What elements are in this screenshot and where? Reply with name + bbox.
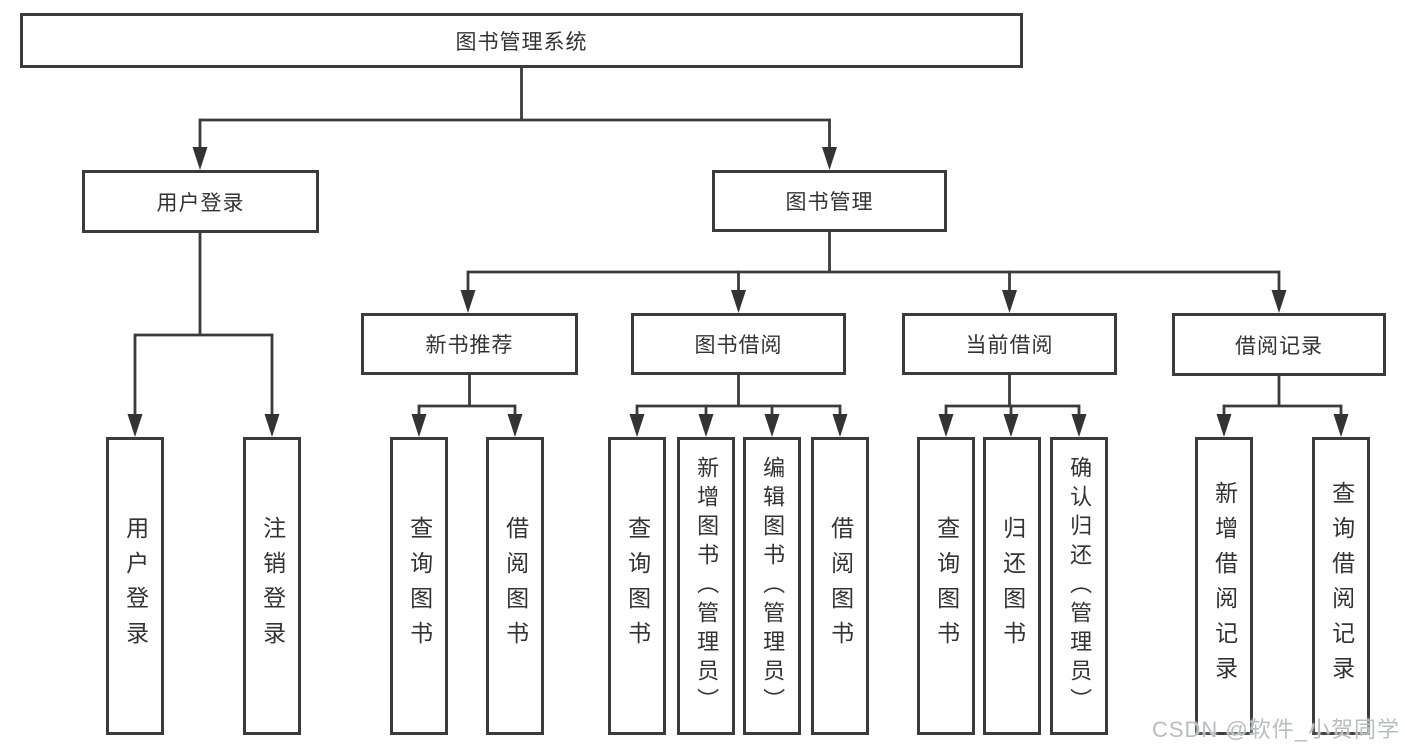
leaf-label: 查询图书 bbox=[624, 516, 651, 656]
leaf-label: 确认归还（管理员） bbox=[1067, 455, 1093, 717]
leaf-query-books-recommend: 查询图书 bbox=[390, 437, 448, 735]
leaf-query-borrow-record: 查询借阅记录 bbox=[1312, 437, 1370, 735]
node-user-login: 用户登录 bbox=[82, 170, 319, 233]
leaf-add-borrow-record: 新增借阅记录 bbox=[1195, 437, 1253, 735]
leaf-label: 用户登录 bbox=[122, 516, 149, 656]
leaf-borrow-books-recommend: 借阅图书 bbox=[486, 437, 544, 735]
leaf-edit-books-admin: 编辑图书（管理员） bbox=[743, 437, 801, 735]
node-label: 用户登录 bbox=[156, 191, 245, 215]
node-book-management: 图书管理 bbox=[712, 170, 947, 232]
leaf-confirm-return-admin: 确认归还（管理员） bbox=[1050, 437, 1108, 735]
leaf-label: 查询借阅记录 bbox=[1328, 481, 1355, 691]
leaf-user-login: 用户登录 bbox=[106, 437, 164, 735]
leaf-label: 借阅图书 bbox=[502, 516, 529, 656]
leaf-return-books: 归还图书 bbox=[983, 437, 1041, 735]
node-label: 新书推荐 bbox=[425, 334, 514, 357]
node-label: 借阅记录 bbox=[1235, 334, 1323, 358]
leaf-label: 查询图书 bbox=[406, 516, 433, 656]
leaf-label: 注销登录 bbox=[259, 516, 286, 656]
node-root-library-system: 图书管理系统 bbox=[20, 13, 1023, 68]
leaf-label: 查询图书 bbox=[933, 516, 960, 656]
node-label: 当前借阅 bbox=[965, 334, 1054, 357]
leaf-label: 编辑图书（管理员） bbox=[760, 455, 786, 717]
leaf-logout-login: 注销登录 bbox=[243, 437, 301, 735]
leaf-query-books-borrowing: 查询图书 bbox=[608, 437, 666, 735]
node-root-label: 图书管理系统 bbox=[455, 30, 588, 54]
csdn-watermark: CSDN @软件_小贺同学 bbox=[1151, 717, 1400, 742]
leaf-add-books-admin: 新增图书（管理员） bbox=[677, 437, 735, 735]
node-current-borrowing: 当前借阅 bbox=[902, 313, 1117, 375]
leaf-label: 借阅图书 bbox=[827, 516, 854, 656]
leaf-label: 归还图书 bbox=[999, 516, 1026, 656]
node-new-book-recommend: 新书推荐 bbox=[361, 313, 578, 375]
node-book-borrowing: 图书借阅 bbox=[631, 313, 846, 375]
leaf-query-books-current: 查询图书 bbox=[917, 437, 975, 735]
leaf-borrow-books-borrowing: 借阅图书 bbox=[811, 437, 869, 735]
node-borrowing-records: 借阅记录 bbox=[1172, 313, 1386, 376]
leaf-label: 新增借阅记录 bbox=[1211, 481, 1238, 691]
leaf-label: 新增图书（管理员） bbox=[694, 455, 720, 717]
node-label: 图书借阅 bbox=[694, 334, 783, 357]
node-label: 图书管理 bbox=[785, 191, 874, 214]
